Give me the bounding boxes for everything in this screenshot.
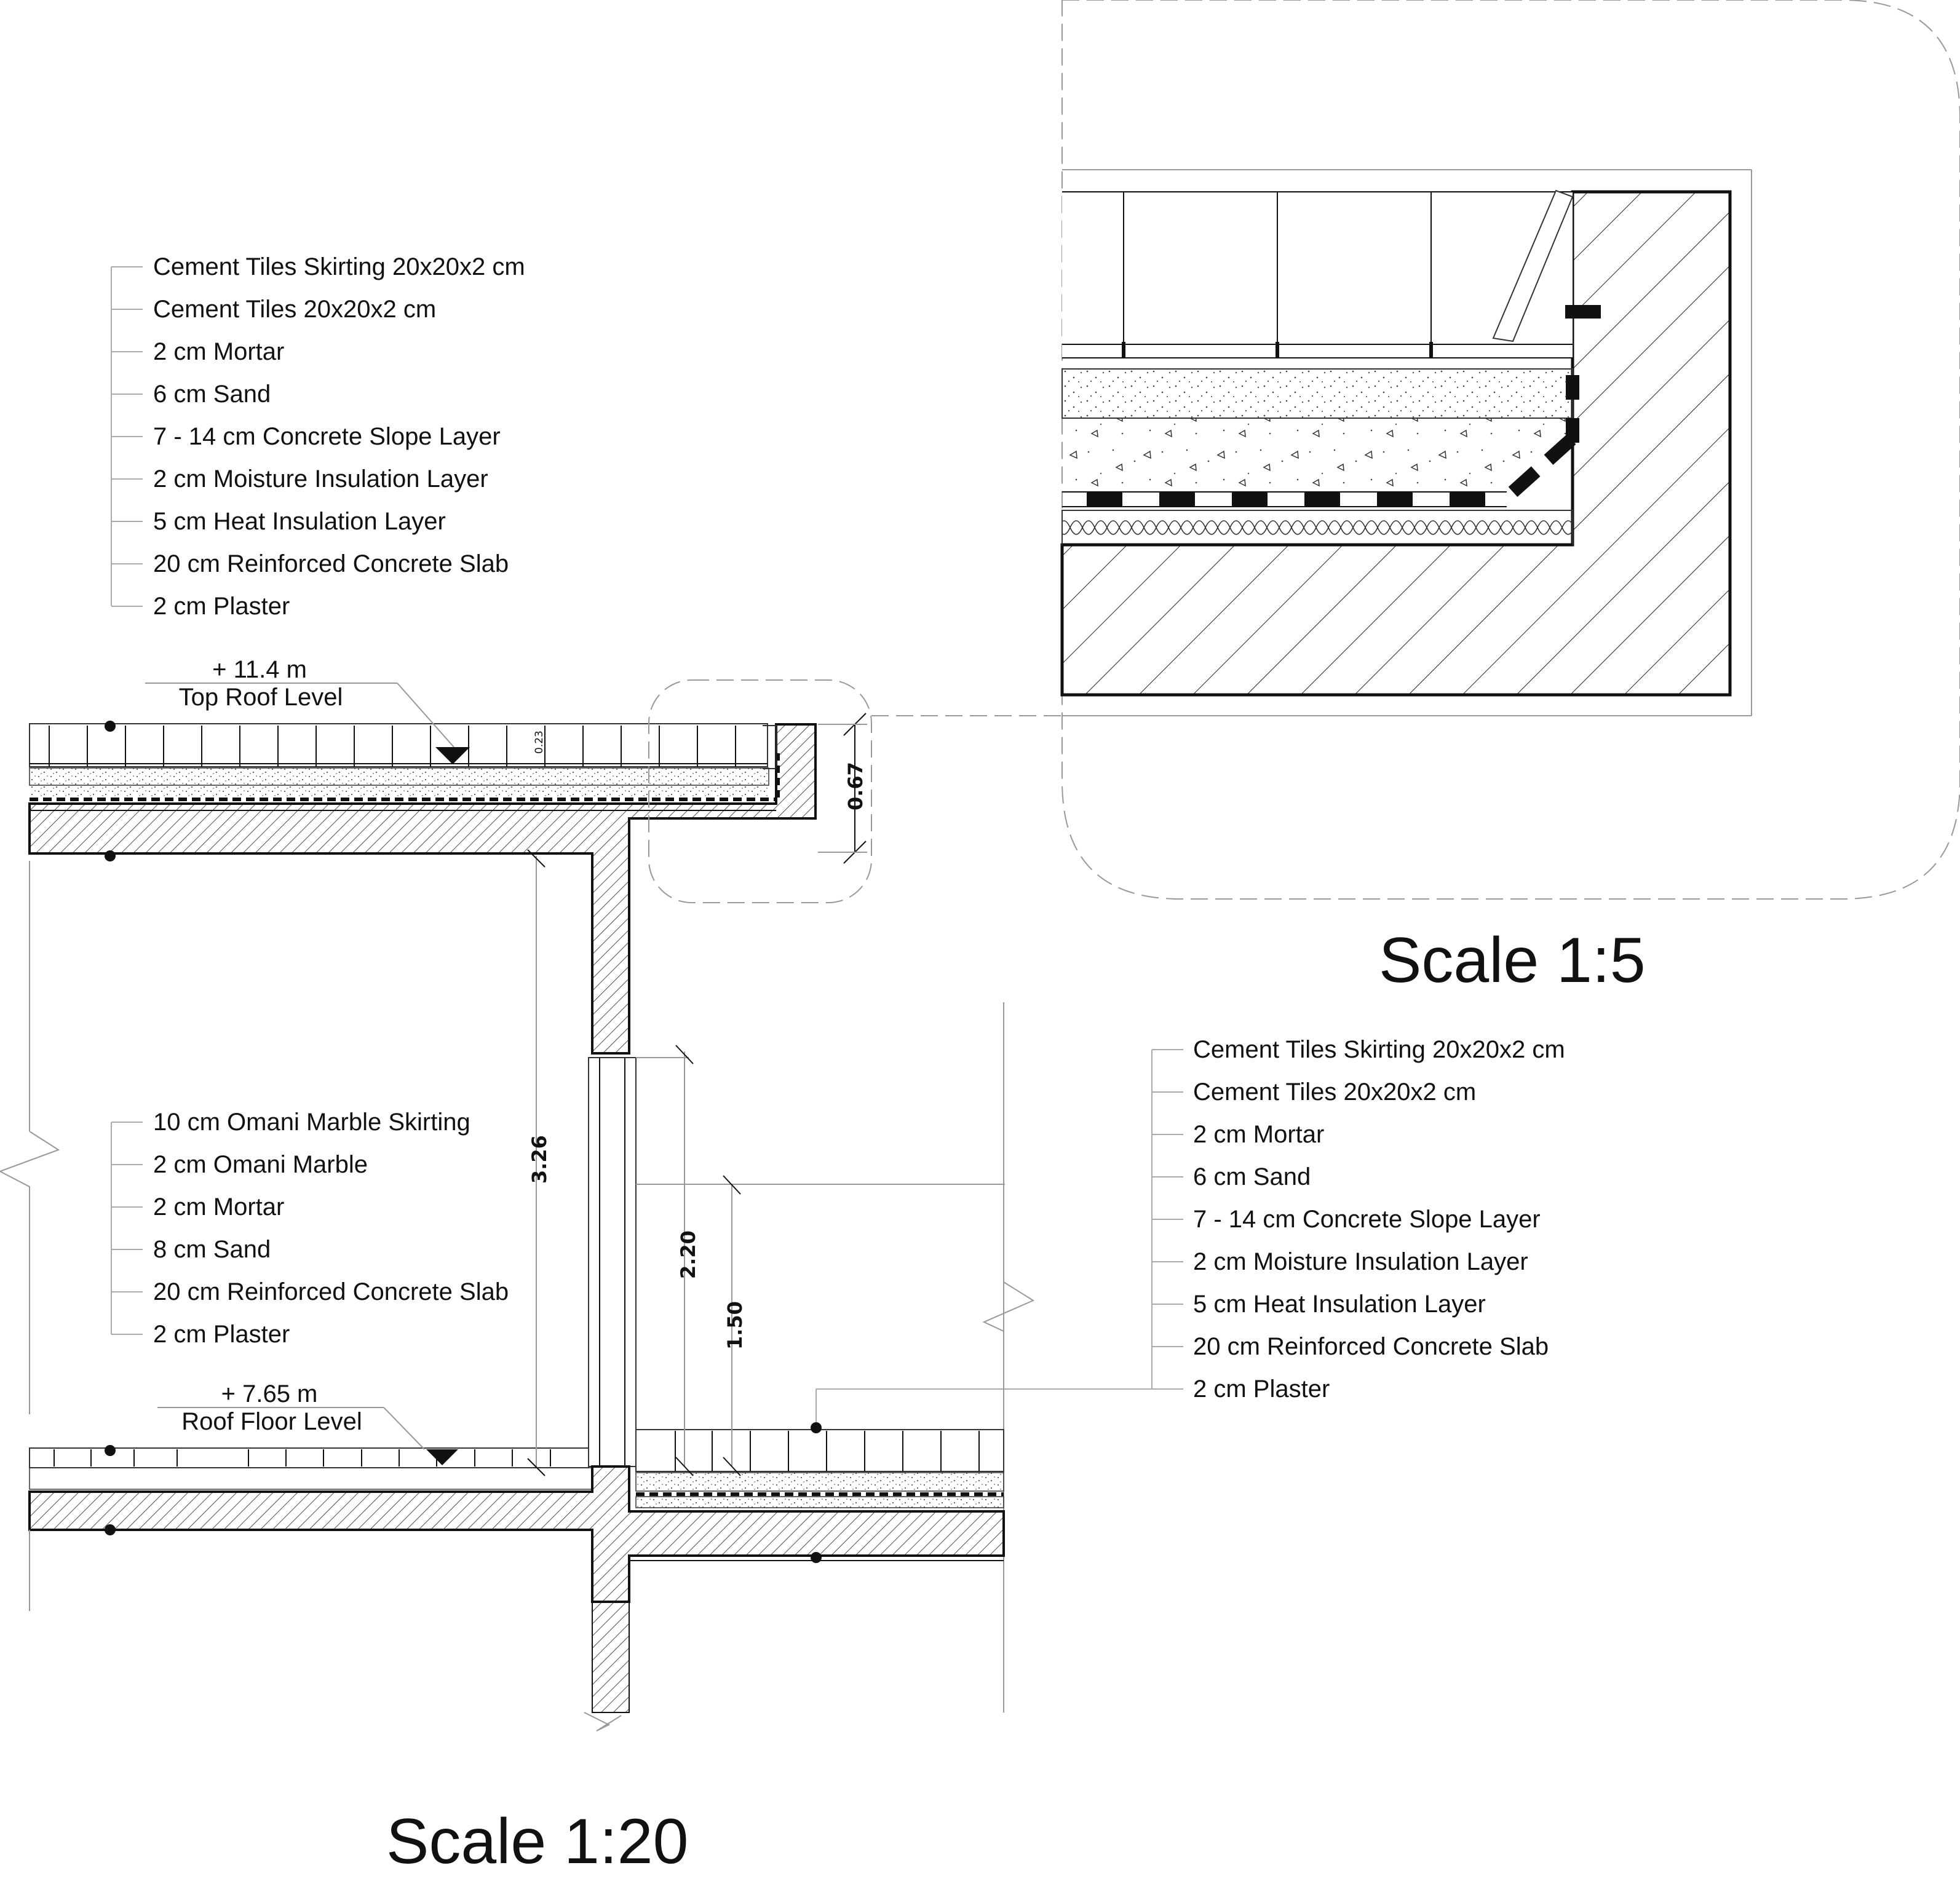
top-roof-level-marker: + 11.4 m Top Roof Level (145, 656, 470, 764)
note-text: 6 cm Sand (1193, 1163, 1311, 1190)
dimension-label: 3.26 (528, 1135, 551, 1184)
note-text: 2 cm Mortar (1193, 1121, 1324, 1148)
detail-scale-label: Scale 1:5 (1379, 925, 1646, 996)
top-roof-layer-notes: Cement Tiles Skirting 20x20x2 cm Cement … (111, 253, 525, 620)
note-text: Cement Tiles 20x20x2 cm (153, 296, 436, 323)
roof-floor-slab-section (0, 861, 1005, 1732)
tile-joints (49, 726, 736, 767)
note-text: 8 cm Sand (153, 1236, 271, 1263)
note-text: 7 - 14 cm Concrete Slope Layer (1193, 1206, 1541, 1233)
note-text: 5 cm Heat Insulation Layer (153, 508, 446, 535)
top-roof-slab-section (28, 721, 817, 1055)
note-text: 2 cm Plaster (153, 1321, 290, 1348)
section-scale-label: Scale 1:20 (386, 1806, 688, 1877)
dimension-label: 1.50 (723, 1301, 747, 1350)
parapet-detail-enlarged (1060, 0, 1960, 900)
level-elevation: + 11.4 m (212, 656, 307, 683)
level-triangle-icon (426, 1449, 458, 1465)
note-text: 2 cm Mortar (153, 1193, 284, 1221)
note-text: 2 cm Moisture Insulation Layer (1193, 1248, 1528, 1275)
lower-roof-layer-notes: Cement Tiles Skirting 20x20x2 cm Cement … (815, 1036, 1565, 1428)
note-text: 20 cm Reinforced Concrete Slab (153, 1278, 509, 1305)
note-text: 2 cm Mortar (153, 338, 284, 365)
dimension-label: 2.20 (676, 1230, 700, 1279)
roof-floor-level-marker: + 7.65 m Roof Floor Level (157, 1380, 458, 1465)
level-elevation: + 7.65 m (221, 1380, 318, 1407)
level-name: Top Roof Level (179, 684, 343, 711)
note-text: 2 cm Plaster (153, 593, 290, 620)
note-text: 20 cm Reinforced Concrete Slab (1193, 1333, 1549, 1360)
level-triangle-icon (435, 747, 470, 764)
wall-and-window-section (588, 1002, 1035, 1712)
note-text: Cement Tiles Skirting 20x20x2 cm (1193, 1036, 1565, 1063)
roof-floor-layer-notes: 10 cm Omani Marble Skirting 2 cm Omani M… (111, 1109, 509, 1348)
note-text: Cement Tiles 20x20x2 cm (1193, 1079, 1476, 1106)
detail-callout (648, 679, 1062, 903)
note-text: 2 cm Omani Marble (153, 1151, 368, 1178)
note-text: 2 cm Moisture Insulation Layer (153, 465, 488, 493)
note-text: Cement Tiles Skirting 20x20x2 cm (153, 253, 525, 280)
note-text: 5 cm Heat Insulation Layer (1193, 1291, 1486, 1318)
note-text: 20 cm Reinforced Concrete Slab (153, 550, 509, 577)
note-text: 2 cm Plaster (1193, 1376, 1330, 1403)
note-text: 10 cm Omani Marble Skirting (153, 1109, 470, 1136)
dimension-lines: 0.67 0.23 3.26 2.20 1.50 (527, 713, 867, 1476)
dimension-label: 0.67 (844, 762, 867, 810)
dimension-label: 0.23 (533, 730, 546, 754)
level-name: Roof Floor Level (181, 1408, 362, 1435)
note-text: 7 - 14 cm Concrete Slope Layer (153, 423, 501, 450)
note-text: 6 cm Sand (153, 381, 271, 408)
